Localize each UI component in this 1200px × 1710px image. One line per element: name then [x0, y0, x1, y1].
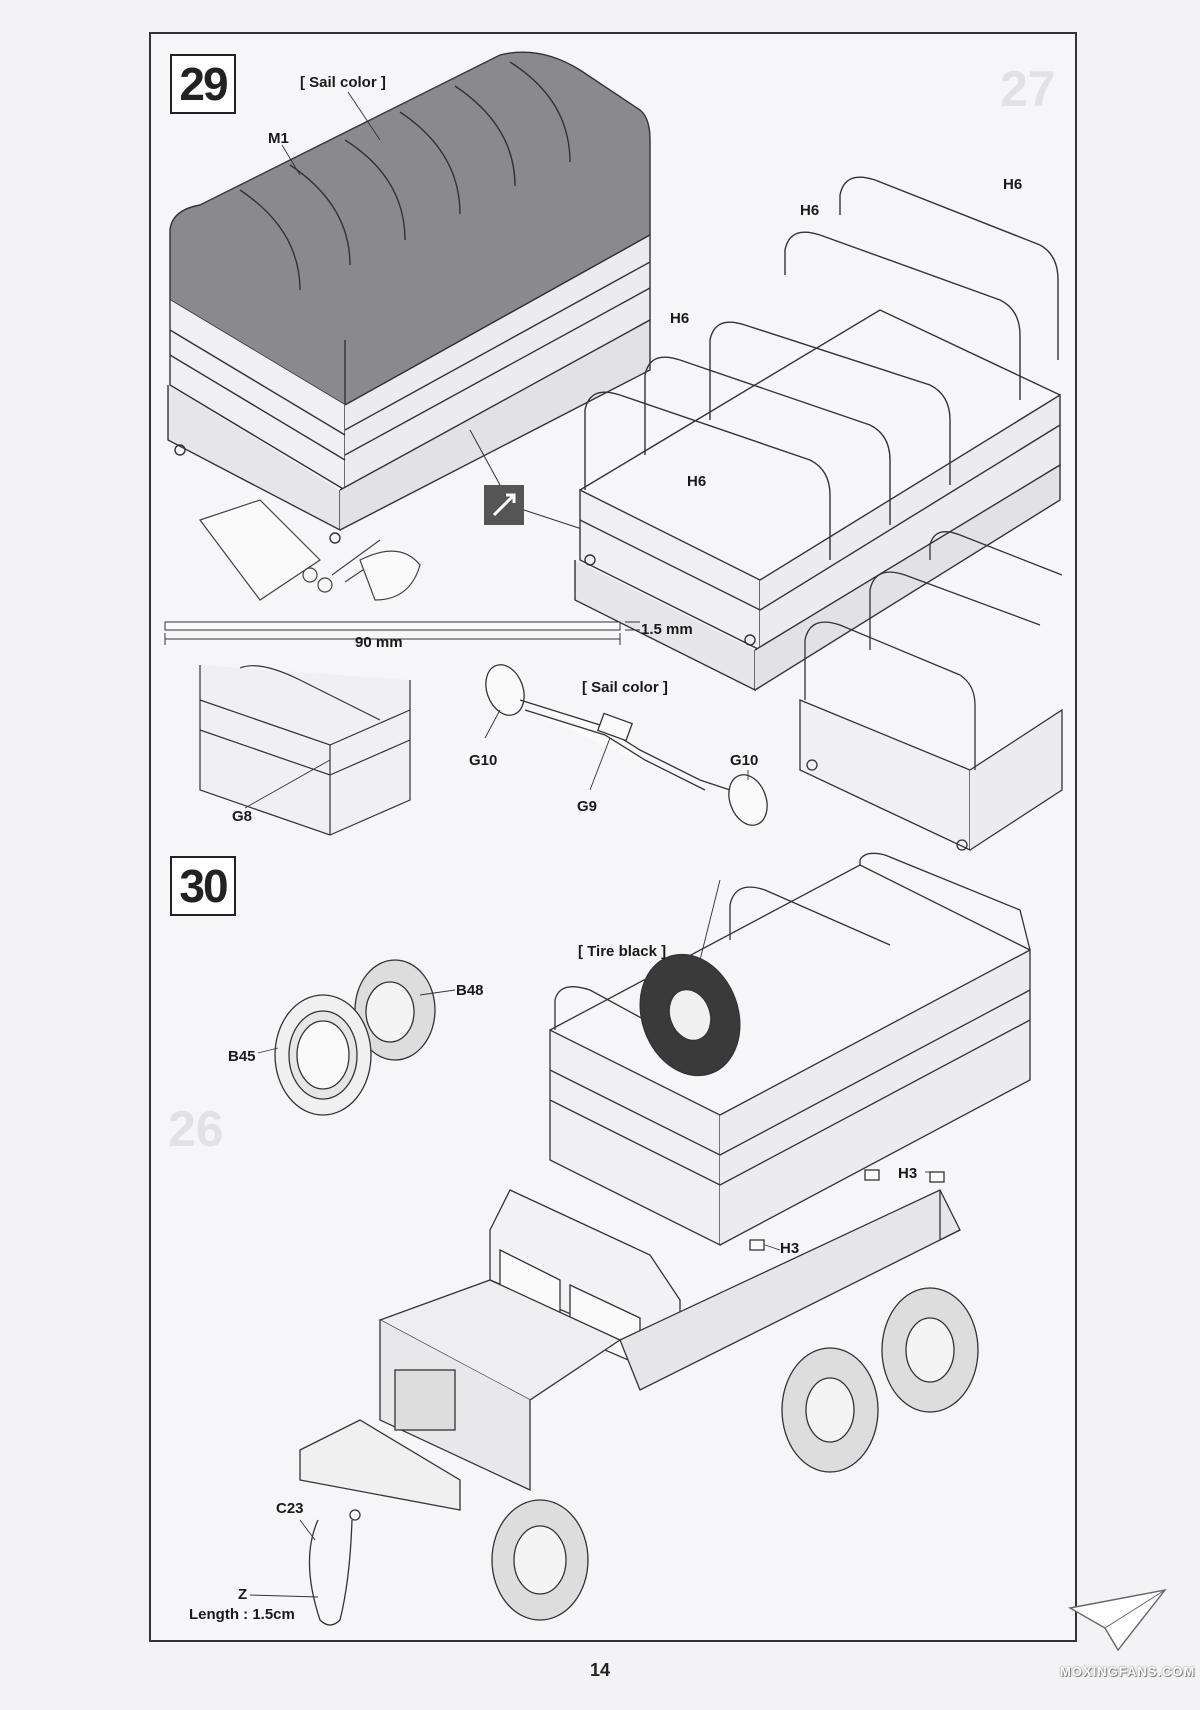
label-length-1-5cm: Length : 1.5cm — [189, 1606, 295, 1623]
tie-down-strap — [485, 664, 768, 826]
truck-assembly-drawing — [299, 852, 1031, 1626]
label-sail-color: [ Sail color ] — [582, 679, 668, 696]
label-h3: H3 — [780, 1240, 800, 1257]
label-thickness-1-5mm: 1.5 mm — [641, 621, 693, 638]
label-m1: M1 — [268, 130, 289, 147]
label-c23: C23 — [276, 1500, 304, 1517]
dimension-bar — [164, 621, 640, 645]
label-b45: B45 — [228, 1048, 256, 1065]
page-number: 14 — [589, 1660, 611, 1680]
bleed-through-number: 27 — [1000, 61, 1056, 117]
step-number-30: 30 — [170, 856, 236, 916]
label-g10: G10 — [469, 752, 498, 769]
cargo-bed-with-bows — [574, 176, 1061, 692]
label-b48: B48 — [456, 982, 484, 999]
covered-cargo-bed — [167, 51, 651, 544]
label-h6: H6 — [800, 202, 820, 219]
label-z: Z — [238, 1586, 248, 1603]
label-sail-color: [ Sail color ] — [300, 74, 386, 91]
label-g10: G10 — [730, 752, 759, 769]
step-number-29: 29 — [170, 54, 236, 114]
scissors-cutting-icon — [199, 499, 421, 601]
label-h6: H6 — [670, 310, 690, 327]
label-h3: H3 — [898, 1165, 918, 1182]
paper-plane-logo-icon — [1068, 1588, 1167, 1652]
bed-detail-g8 — [199, 665, 411, 836]
label-h6: H6 — [1003, 176, 1023, 193]
bed-detail-bows — [799, 531, 1063, 852]
bleed-through-number: 26 — [168, 1101, 224, 1157]
wheel-assembly-drawing — [274, 959, 436, 1116]
label-g9: G9 — [577, 798, 598, 815]
label-length-90mm: 90 mm — [355, 634, 403, 651]
label-tire-black: [ Tire black ] — [578, 943, 667, 960]
callout-leaders — [244, 91, 935, 1598]
label-g8: G8 — [232, 808, 253, 825]
label-h6: H6 — [687, 473, 707, 490]
watermark-text: MOXINGFANS.COM — [1060, 1664, 1196, 1679]
